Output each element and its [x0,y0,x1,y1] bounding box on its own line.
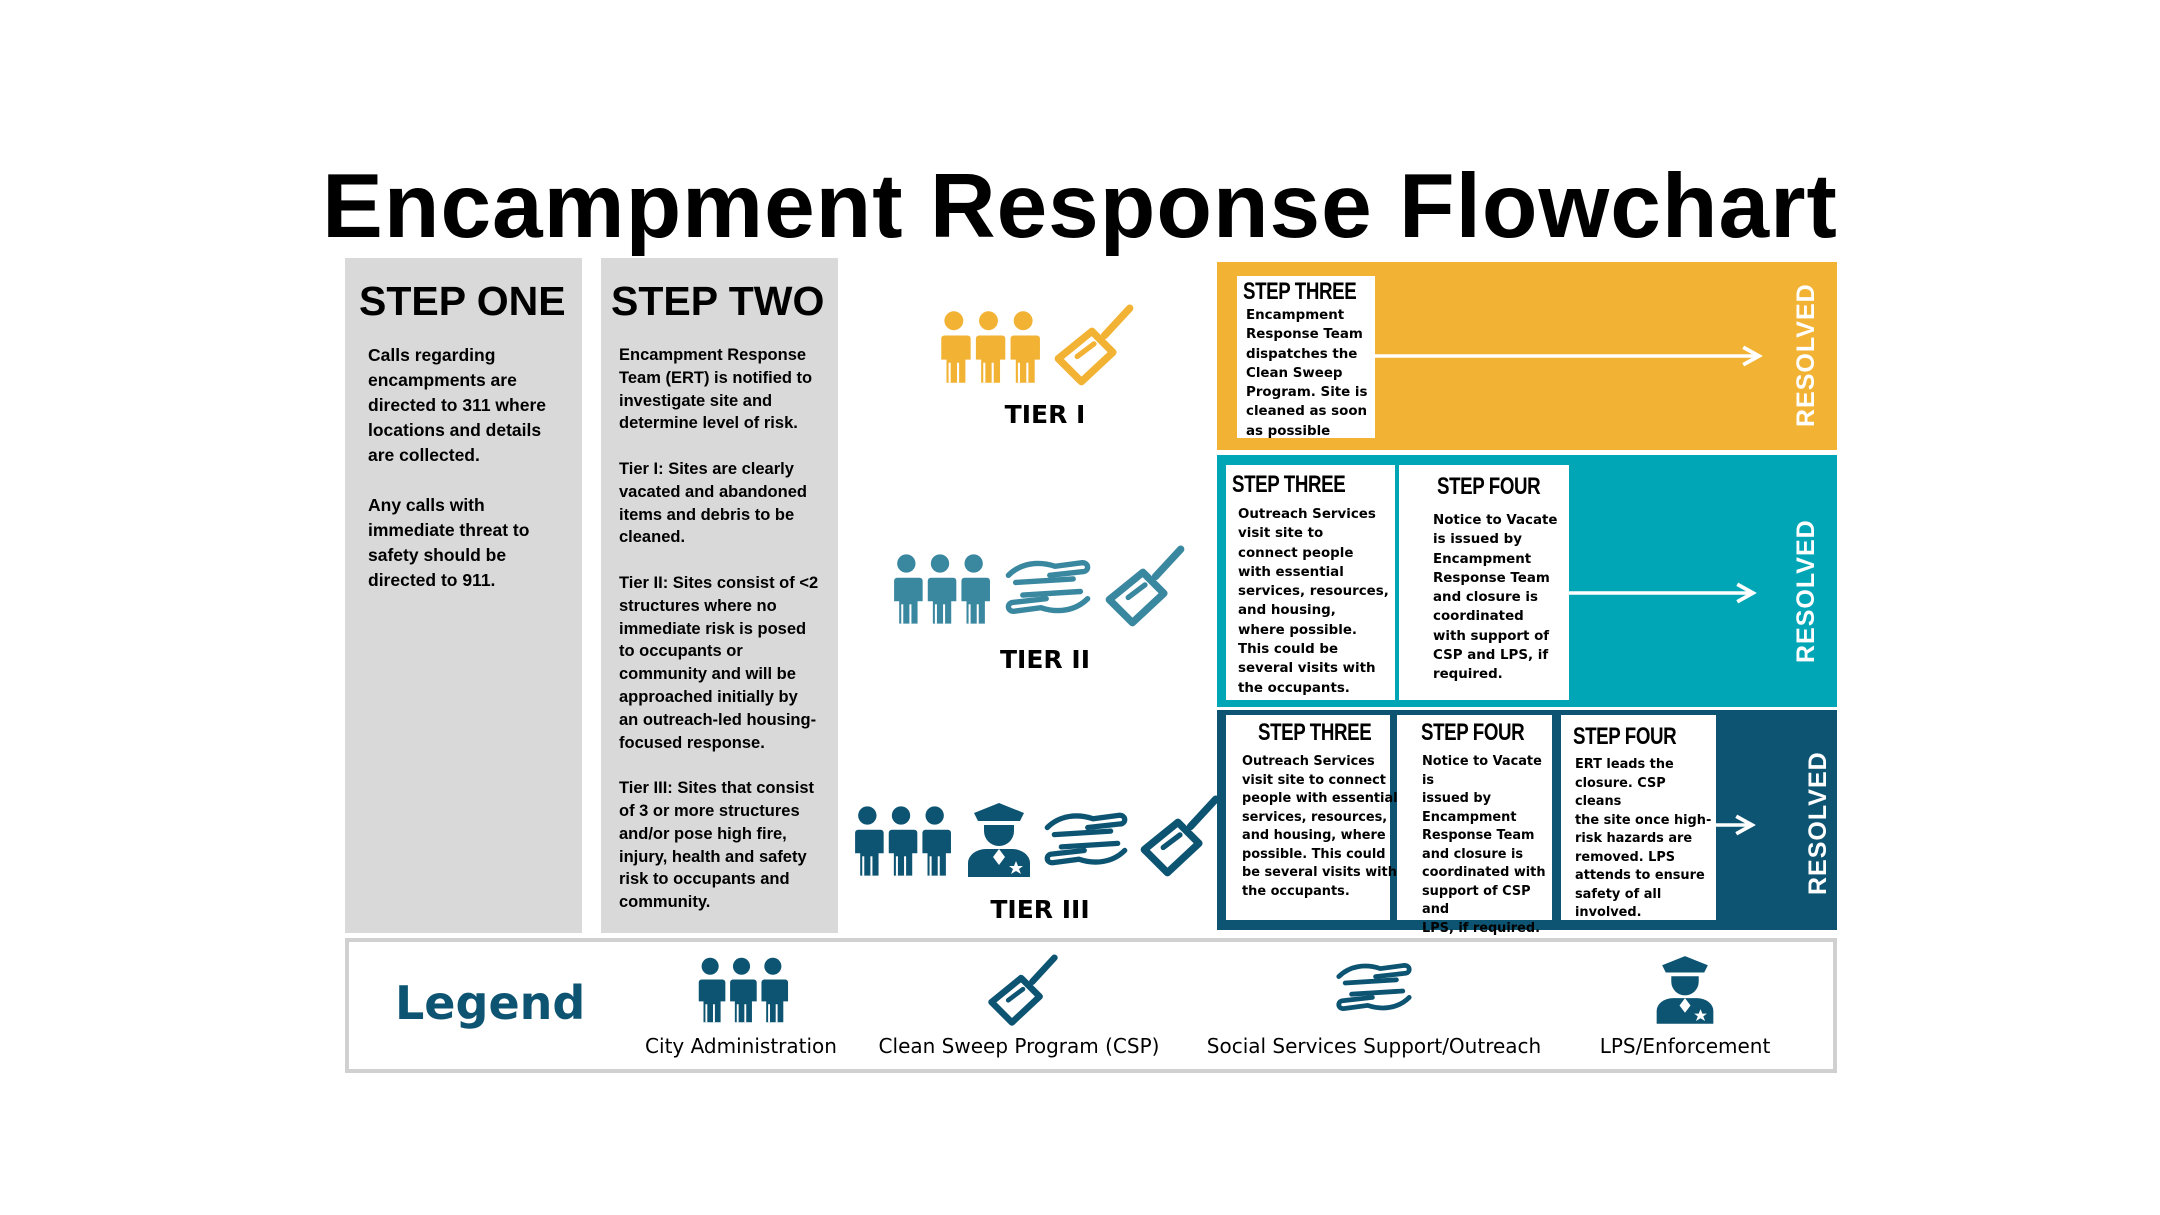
step-one-text: Calls regarding encampments are directed… [368,345,546,590]
tier-3-step-four-enforcement-card: STEP FOUR ERT leads the closure. CSP cle… [1561,715,1716,920]
city-administration-icon [936,310,1041,384]
card-heading: STEP THREE [1232,471,1346,498]
helping-hands-icon [1042,807,1130,871]
step-two-panel: STEP TWO Encampment Response Team (ERT) … [601,258,838,933]
tier-1-step-three-card: STEP THREE Encampment Response Team disp… [1237,276,1375,439]
tier-2-step-four-card: STEP FOUR Notice to Vacate is issued by … [1399,465,1569,700]
arrow-right-icon [1569,587,1759,599]
card-heading: STEP FOUR [1573,723,1677,750]
city-administration-icon [694,956,789,1024]
legend-panel: Legend City Administration Clean Sweep P… [345,938,1837,1073]
tier-3-step-four-card: STEP FOUR Notice to Vacate is issued by … [1397,715,1552,936]
card-text: Notice to Vacate is issued by Encampment… [1422,754,1546,936]
tier-2-icons: TIER II [885,545,1185,685]
step-two-text: Encampment Response Team (ERT) is notifi… [619,346,819,912]
resolved-label: RESOLVED [1804,751,1832,895]
tier-2-step-three-card: STEP THREE Outreach Services visit site … [1226,465,1395,700]
arrow-right-icon [1375,350,1765,362]
tier-3-step-three-card: STEP THREE Outreach Services visit site … [1226,715,1398,920]
tier-1-band: STEP THREE Encampment Response Team disp… [1217,262,1837,450]
tier-2-label: TIER II [1000,645,1090,674]
card-text: Outreach Services visit site to connect … [1242,754,1398,899]
legend-title: Legend [395,976,586,1030]
tier-3-band: STEP THREE Outreach Services visit site … [1217,710,1837,936]
city-administration-icon [889,553,991,625]
card-text: Notice to Vacate is issued by Encampment… [1433,513,1558,683]
resolved-label: RESOLVED [1792,283,1820,427]
police-officer-icon [1653,952,1717,1026]
police-officer-icon [964,799,1034,879]
legend-label-clean-sweep: Clean Sweep Program (CSP) [878,1034,1160,1058]
broom-icon [986,954,1060,1028]
card-heading: STEP FOUR [1437,473,1541,500]
legend-label-social-services: Social Services Support/Outreach [1206,1034,1542,1058]
card-text: ERT leads the closure. CSP cleans the si… [1575,757,1712,920]
tier-1-label: TIER I [1004,400,1086,429]
page-title: Encampment Response Flowchart [322,156,1838,257]
step-two-heading: STEP TWO [611,278,825,324]
tier-3-label: TIER III [990,895,1090,924]
arrow-right-icon [1716,819,1758,831]
card-text: Encampment Response Team dispatches the … [1246,308,1368,439]
card-heading: STEP THREE [1243,278,1357,305]
city-administration-icon [850,805,952,877]
helping-hands-icon [1334,958,1414,1016]
helping-hands-icon [1003,555,1093,619]
legend-label-enforcement: LPS/Enforcement [1599,1034,1771,1058]
broom-icon [1103,545,1187,629]
resolved-label: RESOLVED [1792,519,1820,663]
tier-3-icons: TIER III [850,795,1230,935]
tier-1-icons: TIER I [930,300,1150,450]
card-text: Outreach Services visit site to connect … [1238,507,1389,696]
broom-icon [1138,795,1222,879]
step-one-heading: STEP ONE [359,278,566,324]
card-heading: STEP FOUR [1421,719,1525,746]
card-heading: STEP THREE [1258,719,1372,746]
broom-icon [1052,304,1136,388]
step-one-panel: STEP ONE Calls regarding encampments are… [345,258,582,933]
legend-label-city-administration: City Administration [645,1034,837,1058]
tier-2-band: STEP THREE Outreach Services visit site … [1217,455,1837,707]
